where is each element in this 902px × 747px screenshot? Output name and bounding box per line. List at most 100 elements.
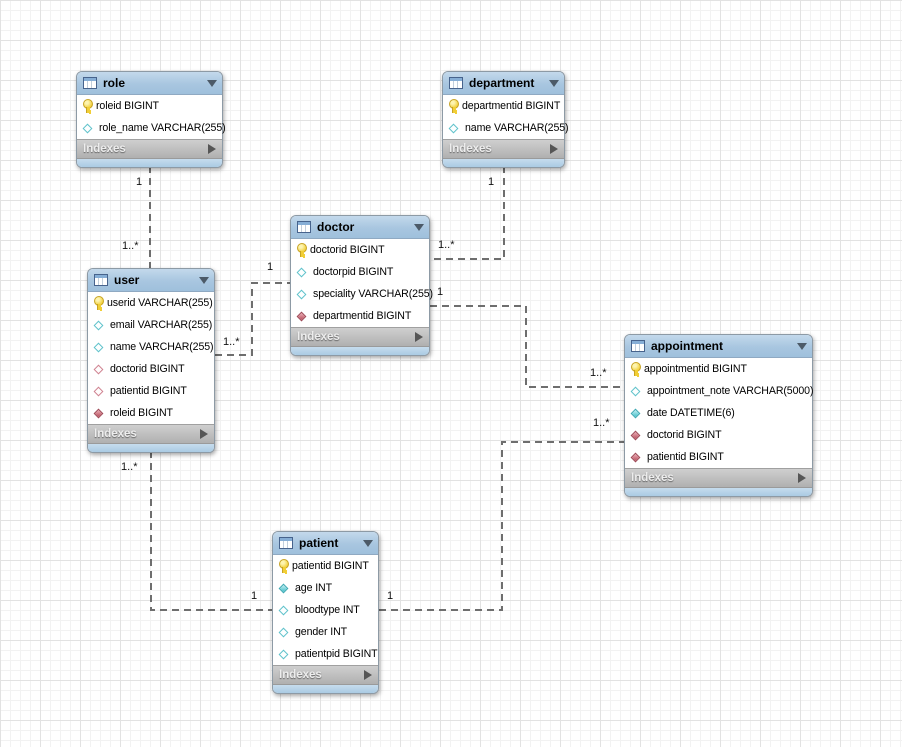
column-row[interactable]: departmentid BIGINT [443, 95, 564, 117]
collapse-triangle-icon[interactable] [549, 79, 559, 87]
table-user-header[interactable]: user [88, 269, 214, 292]
indexes-label: Indexes [94, 428, 137, 440]
primary-key-icon [296, 243, 307, 257]
table-icon [631, 340, 645, 352]
cardinality-label: 1..* [438, 239, 455, 251]
indexes-row[interactable]: Indexes [77, 139, 222, 159]
relationship-line-patient-appointment[interactable] [379, 441, 624, 611]
column-label: gender INT [295, 626, 347, 638]
indexes-label: Indexes [449, 143, 492, 155]
column-nullable-icon [278, 649, 289, 659]
expand-arrow-icon[interactable] [798, 473, 806, 483]
column-label: age INT [295, 582, 332, 594]
expand-arrow-icon[interactable] [550, 144, 558, 154]
relationship-line-department-doctor[interactable] [430, 166, 505, 260]
column-label: doctorid BIGINT [647, 429, 722, 441]
indexes-row[interactable]: Indexes [625, 468, 812, 488]
column-row[interactable]: doctorpid BIGINT [291, 261, 429, 283]
column-row[interactable]: appointment_note VARCHAR(5000) [625, 380, 814, 402]
column-row[interactable]: roleid BIGINT [77, 95, 222, 117]
indexes-row[interactable]: Indexes [273, 665, 378, 685]
table-patient-header[interactable]: patient [273, 532, 378, 555]
table-role[interactable]: role roleid BIGINT role_name VARCHAR(255… [76, 71, 226, 168]
column-row[interactable]: date DATETIME(6) [625, 402, 812, 424]
indexes-label: Indexes [631, 472, 674, 484]
cardinality-label: 1 [136, 176, 143, 188]
table-footer [291, 347, 429, 355]
column-row[interactable]: userid VARCHAR(255) [88, 292, 214, 314]
column-row[interactable]: doctorid BIGINT [625, 424, 812, 446]
relationship-line-doctor-appointment[interactable] [430, 305, 624, 388]
column-notnull-icon [630, 408, 641, 418]
indexes-row[interactable]: Indexes [291, 327, 429, 347]
table-doctor-header[interactable]: doctor [291, 216, 429, 239]
table-title: department [469, 76, 535, 90]
cardinality-label: 1 [488, 176, 495, 188]
table-department[interactable]: department departmentid BIGINT name VARC… [442, 71, 569, 168]
column-row[interactable]: gender INT [273, 621, 378, 643]
cardinality-label: 1..* [122, 240, 139, 252]
column-row[interactable]: role_name VARCHAR(255) [77, 117, 226, 139]
indexes-row[interactable]: Indexes [88, 424, 214, 444]
column-row[interactable]: email VARCHAR(255) [88, 314, 214, 336]
expand-arrow-icon[interactable] [208, 144, 216, 154]
table-doctor[interactable]: doctor doctorid BIGINT doctorpid BIGINT … [290, 215, 433, 356]
column-label: patientid BIGINT [292, 560, 369, 572]
expand-arrow-icon[interactable] [415, 332, 423, 342]
table-patient[interactable]: patient patientid BIGINT age INT bloodty… [272, 531, 379, 694]
table-department-header[interactable]: department [443, 72, 564, 95]
column-nullable-icon [278, 605, 289, 615]
column-row[interactable]: bloodtype INT [273, 599, 378, 621]
column-row[interactable]: doctorid BIGINT [291, 239, 429, 261]
column-label: name VARCHAR(255) [110, 341, 214, 353]
column-row[interactable]: age INT [273, 577, 378, 599]
indexes-row[interactable]: Indexes [443, 139, 564, 159]
expand-arrow-icon[interactable] [200, 429, 208, 439]
relationship-line-user-doctor[interactable] [215, 282, 290, 356]
column-row[interactable]: patientpid BIGINT [273, 643, 378, 665]
column-notnull-icon [278, 583, 289, 593]
column-row[interactable]: patientid BIGINT [88, 380, 214, 402]
table-footer [88, 444, 214, 452]
column-label: bloodtype INT [295, 604, 360, 616]
column-label: speciality VARCHAR(255) [313, 288, 433, 300]
primary-key-icon [93, 296, 104, 310]
column-row[interactable]: speciality VARCHAR(255) [291, 283, 433, 305]
column-row[interactable]: appointmentid BIGINT [625, 358, 812, 380]
table-title: appointment [651, 339, 723, 353]
column-nullable-icon [93, 320, 104, 330]
collapse-triangle-icon[interactable] [797, 342, 807, 350]
expand-arrow-icon[interactable] [364, 670, 372, 680]
table-role-header[interactable]: role [77, 72, 222, 95]
primary-key-icon [630, 362, 641, 376]
column-row[interactable]: roleid BIGINT [88, 402, 214, 424]
table-appointment[interactable]: appointment appointmentid BIGINT appoint… [624, 334, 814, 497]
column-row[interactable]: name VARCHAR(255) [443, 117, 569, 139]
column-label: role_name VARCHAR(255) [99, 122, 226, 134]
collapse-triangle-icon[interactable] [363, 539, 373, 547]
table-user[interactable]: user userid VARCHAR(255) email VARCHAR(2… [87, 268, 215, 453]
column-label: roleid BIGINT [110, 407, 173, 419]
column-label: roleid BIGINT [96, 100, 159, 112]
column-row[interactable]: patientid BIGINT [625, 446, 812, 468]
column-label: appointment_note VARCHAR(5000) [647, 385, 814, 397]
cardinality-label: 1..* [121, 461, 138, 473]
column-label: date DATETIME(6) [647, 407, 735, 419]
column-label: appointmentid BIGINT [644, 363, 747, 375]
table-icon [279, 537, 293, 549]
column-row[interactable]: departmentid BIGINT [291, 305, 429, 327]
collapse-triangle-icon[interactable] [207, 79, 217, 87]
collapse-triangle-icon[interactable] [199, 276, 209, 284]
primary-key-icon [448, 99, 459, 113]
primary-key-icon [82, 99, 93, 113]
column-label: doctorid BIGINT [310, 244, 385, 256]
column-nullable-icon [93, 342, 104, 352]
column-row[interactable]: patientid BIGINT [273, 555, 378, 577]
column-row[interactable]: doctorid BIGINT [88, 358, 214, 380]
table-appointment-header[interactable]: appointment [625, 335, 812, 358]
column-row[interactable]: name VARCHAR(255) [88, 336, 214, 358]
collapse-triangle-icon[interactable] [414, 223, 424, 231]
relationship-line-user-patient[interactable] [150, 451, 272, 611]
